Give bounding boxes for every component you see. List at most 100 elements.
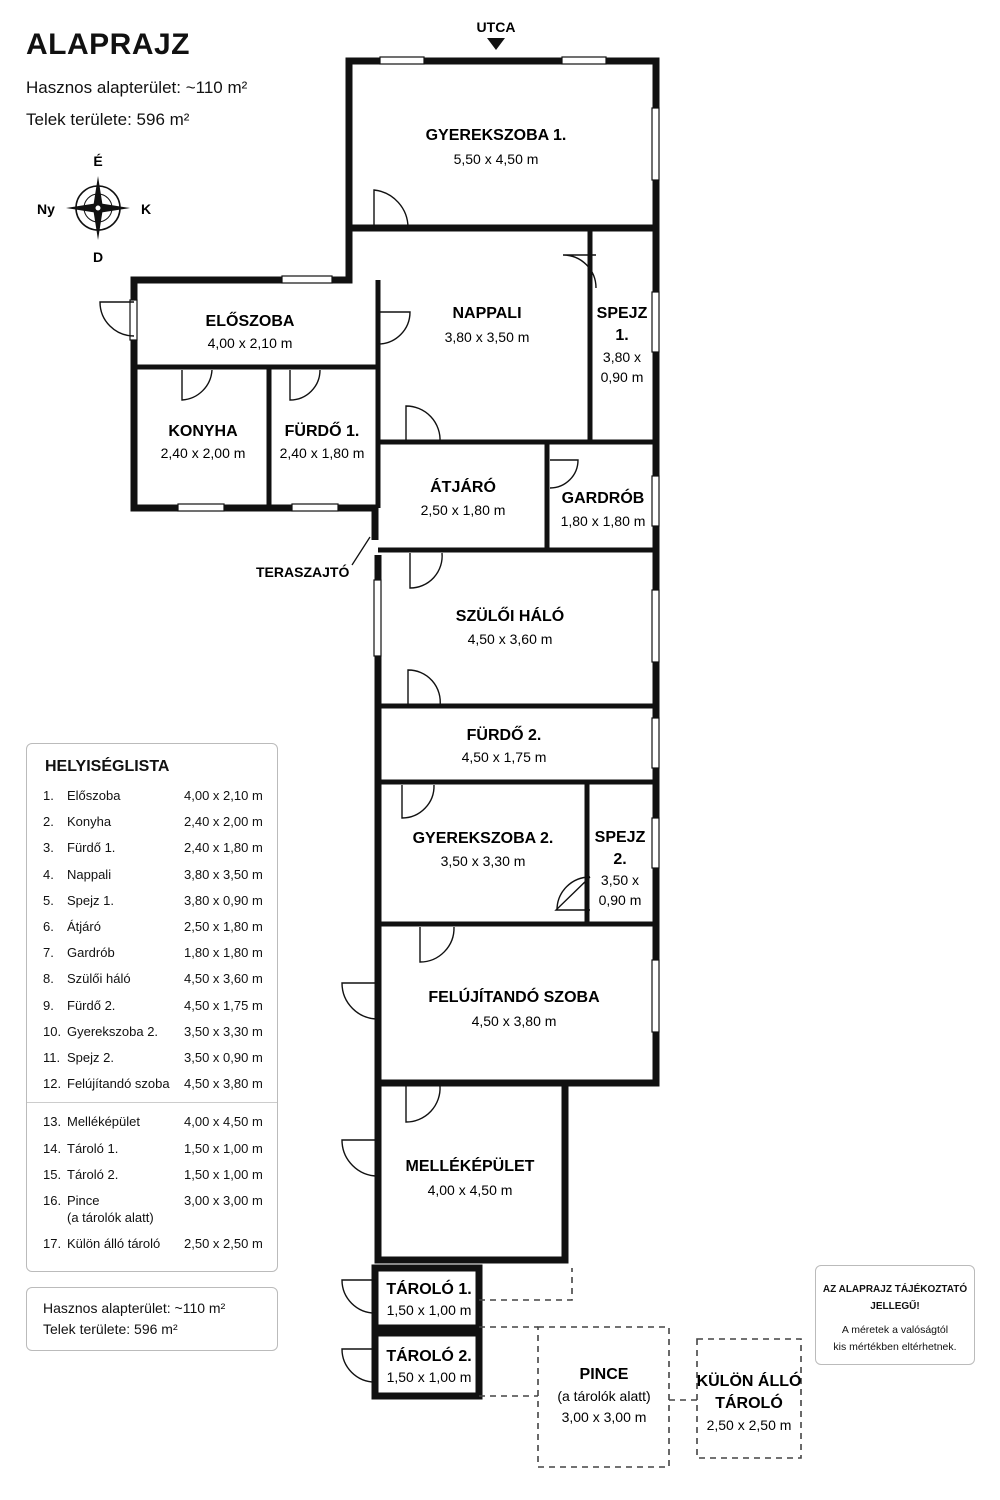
header-plot: Telek területe: 596 m² <box>26 110 190 129</box>
wall-tarolo2 <box>371 1329 483 1400</box>
room-spejz1-num: 1. <box>615 327 628 344</box>
room-list-num: 16. <box>43 1193 62 1208</box>
room-list-item: 2. Konyha 2,40 x 2,00 m <box>27 814 277 832</box>
room-list-name: Átjáró <box>67 919 101 934</box>
room-tarolo2-dim: 1,50 x 1,00 m <box>387 1369 472 1385</box>
room-list-dim: 3,50 x 3,30 m <box>184 1023 263 1039</box>
compass-icon <box>66 176 130 240</box>
room-furdo2-name: FÜRDŐ 2. <box>467 725 542 744</box>
room-list-name: Tároló 2. <box>67 1166 119 1182</box>
compass-west: Ny <box>37 201 55 217</box>
room-list-dim: 3,50 x 0,90 m <box>184 1050 263 1065</box>
summary-plot: Telek területe: 596 m² <box>43 1321 178 1337</box>
room-spejz1-dim2: 0,90 m <box>601 369 644 385</box>
room-szuloi-name: SZÜLŐI HÁLÓ <box>456 606 564 625</box>
room-list-name: Spejz 2. <box>67 1050 114 1065</box>
room-list-item: 15.Tároló 2.1,50 x 1,00 m <box>27 1167 277 1185</box>
room-list-item: 9.Fürdő 2.4,50 x 1,75 m <box>27 998 277 1016</box>
room-list-dim: 4,00 x 2,10 m <box>184 788 263 803</box>
room-list-item: 6. Átjáró 2,50 x 1,80 m <box>27 919 277 937</box>
room-gyerekszoba1-name: GYEREKSZOBA 1. <box>426 127 567 144</box>
room-list-dim: 3,00 x 3,00 m <box>184 1193 263 1208</box>
room-nappali-dim: 3,80 x 3,50 m <box>445 329 530 345</box>
room-list-dim: 4,50 x 3,60 m <box>184 971 263 987</box>
room-list-num: 6. <box>43 919 54 934</box>
room-konyha-name: KONYHA <box>168 423 238 440</box>
room-list-dim: 1,80 x 1,80 m <box>184 945 263 961</box>
room-list-dim: 3,80 x 0,90 m <box>184 892 263 908</box>
room-list-name: Fürdő 2. <box>67 997 116 1013</box>
room-list-dim: 2,40 x 2,00 m <box>184 814 263 830</box>
room-list-name: Nappali <box>67 866 112 882</box>
note-panel: AZ ALAPRAJZ TÁJÉKOZTATÓ JELLEGŰ! A méret… <box>815 1265 975 1365</box>
room-gardrob-name: GARDRÓB <box>562 488 645 507</box>
room-kulon-name2: TÁROLÓ <box>715 1393 783 1412</box>
room-list-item: 5.Spejz 1.3,80 x 0,90 m <box>27 893 277 911</box>
wall-gyerekszoba1 <box>345 57 660 232</box>
street-label: UTCA <box>477 19 516 35</box>
room-pince-dim: 3,00 x 3,00 m <box>562 1409 647 1425</box>
room-pince-sub: (a tárolók alatt) <box>557 1388 650 1404</box>
room-gyerekszoba1-dim: 5,50 x 4,50 m <box>454 151 539 167</box>
room-list-dim: 4,50 x 1,75 m <box>184 997 263 1013</box>
room-list-name: Pince <box>67 1193 100 1208</box>
room-list-dim: 4,50 x 3,80 m <box>184 1076 263 1092</box>
room-list-num: 4. <box>43 866 54 882</box>
note-line-2: JELLEGŰ! <box>870 1301 920 1312</box>
room-gyerekszoba2-name: GYEREKSZOBA 2. <box>413 830 554 847</box>
room-pince-name: PINCE <box>580 1366 629 1383</box>
note-line-4: kis mértékben eltérhetnek. <box>833 1341 957 1353</box>
room-szuloi-dim: 4,50 x 3,60 m <box>468 631 553 647</box>
room-list-item: 12. Felújítandó szoba 4,50 x 3,80 m <box>27 1076 277 1094</box>
room-list-item: 11.Spejz 2.3,50 x 0,90 m <box>27 1050 277 1068</box>
room-list-name: Fürdő 1. <box>67 840 116 856</box>
compass-east: K <box>141 201 151 217</box>
room-list-name: Szülői háló <box>67 971 131 987</box>
room-list-num: 3. <box>43 840 54 856</box>
room-gyerekszoba2-dim: 3,50 x 3,30 m <box>441 853 526 869</box>
room-atjaro-name: ÁTJÁRÓ <box>430 477 496 496</box>
room-list-name: Előszoba <box>67 788 121 803</box>
dash-link-3 <box>479 1268 573 1301</box>
room-spejz2-num: 2. <box>613 851 626 868</box>
room-felujitando-dim: 4,50 x 3,80 m <box>472 1013 557 1029</box>
terrace-pointer <box>351 536 371 566</box>
room-list-dim: 2,50 x 1,80 m <box>184 919 263 934</box>
room-list-name: Konyha <box>67 814 112 830</box>
room-list-dim: 2,40 x 1,80 m <box>184 840 263 856</box>
room-konyha-dim: 2,40 x 2,00 m <box>161 445 246 461</box>
room-eloszoba-dim: 4,00 x 2,10 m <box>208 335 293 351</box>
room-tarolo2-name: TÁROLÓ 2. <box>386 1346 471 1365</box>
room-list-name: Spejz 1. <box>67 892 114 908</box>
room-gardrob-dim: 1,80 x 1,80 m <box>561 513 646 529</box>
summary-area: Hasznos alapterület: ~110 m² <box>43 1300 226 1316</box>
room-list-title: HELYISÉGLISTA <box>45 758 170 775</box>
room-list-dim: 3,80 x 3,50 m <box>184 866 263 882</box>
room-list-name: Felújítandó szoba <box>67 1076 170 1092</box>
wall-main-east-south <box>374 228 660 1264</box>
summary-panel: Hasznos alapterület: ~110 m² Telek terül… <box>26 1287 278 1351</box>
room-kulon-name1: KÜLÖN ÁLLÓ <box>697 1371 802 1390</box>
wall-tarolo1 <box>371 1264 483 1332</box>
room-list-item: 4. Nappali 3,80 x 3,50 m <box>27 867 277 885</box>
room-furdo2-dim: 4,50 x 1,75 m <box>462 749 547 765</box>
room-list-num: 15. <box>43 1166 62 1182</box>
room-list-num: 7. <box>43 945 54 961</box>
street-arrow-icon <box>487 38 505 50</box>
room-list-num: 2. <box>43 814 54 830</box>
room-list-name: Külön álló tároló <box>67 1236 161 1252</box>
room-list-item: 14.Tároló 1.1,50 x 1,00 m <box>27 1141 277 1159</box>
room-list-name: Gardrób <box>67 945 115 961</box>
room-spejz1-name: SPEJZ <box>597 305 648 322</box>
room-atjaro-dim: 2,50 x 1,80 m <box>421 502 506 518</box>
room-furdo1-name: FÜRDŐ 1. <box>285 421 360 440</box>
room-list-num: 10. <box>43 1023 62 1039</box>
room-list-num: 17. <box>43 1236 62 1252</box>
room-eloszoba-name: ELŐSZOBA <box>206 311 295 330</box>
room-list-num: 12. <box>43 1076 62 1092</box>
